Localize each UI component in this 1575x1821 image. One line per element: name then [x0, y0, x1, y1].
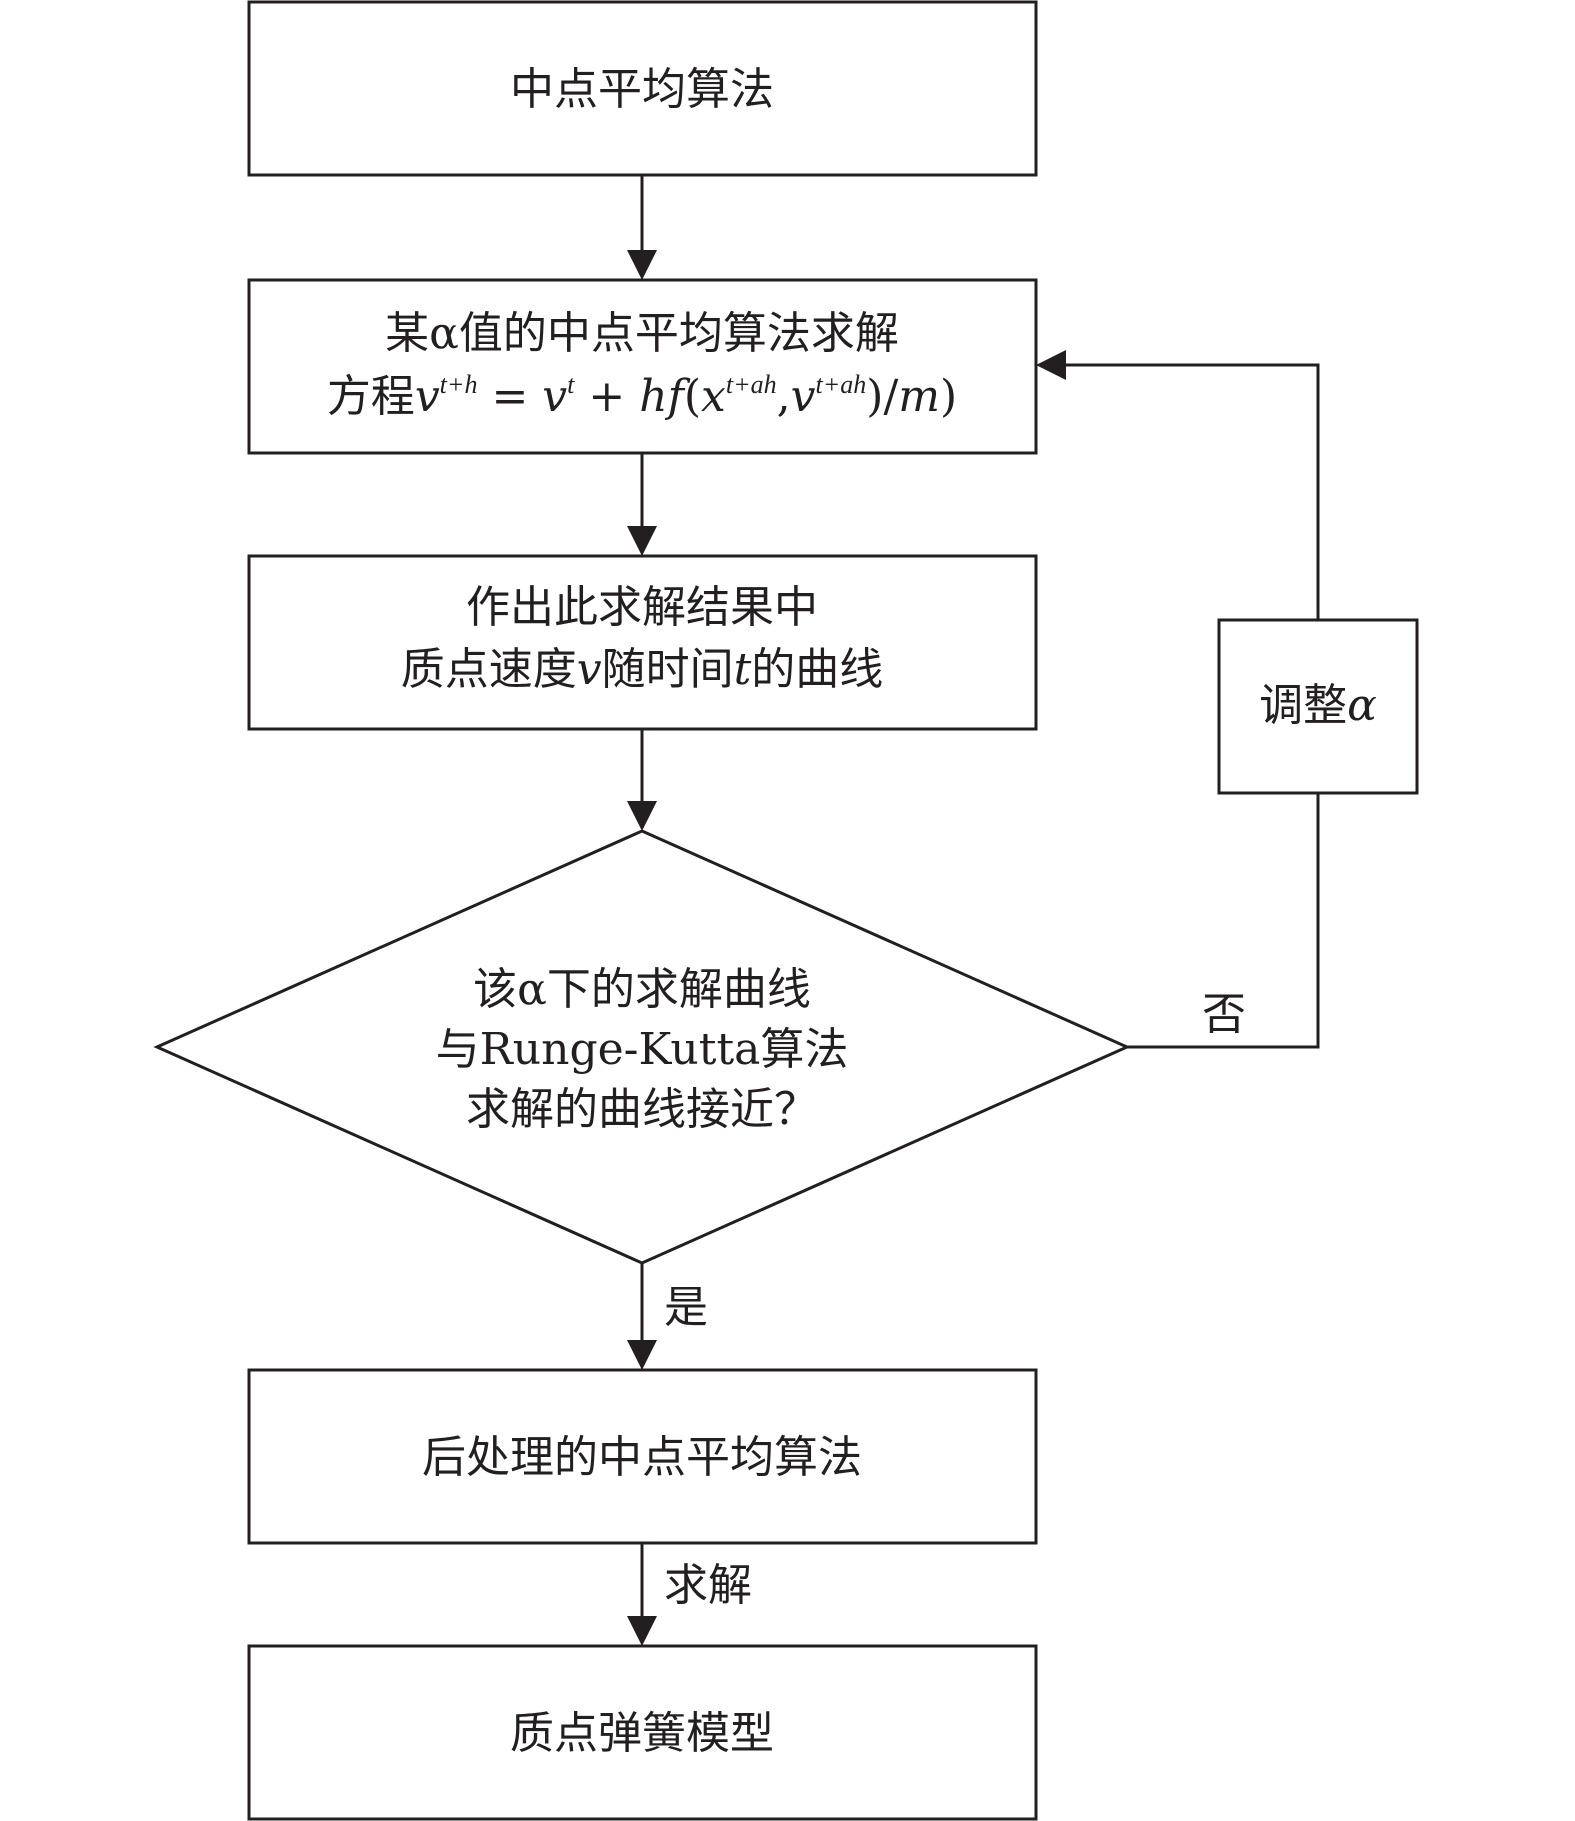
node-plot-velocity-curve-line2: 质点速度v随时间t的曲线: [401, 644, 884, 695]
edge-plot-to-decision: [627, 729, 657, 831]
node-midpoint-average-algorithm-label: 中点平均算法: [510, 64, 774, 115]
edge-decision-yes-to-post: [627, 1263, 657, 1370]
node-mass-spring-model-label: 质点弹簧模型: [510, 1708, 774, 1759]
arrowhead-icon: [627, 801, 657, 831]
arrowhead-icon: [627, 1616, 657, 1646]
edge-label-no: 否: [1202, 989, 1246, 1040]
node-solve-equation: 某α值的中点平均算法求解 方程vt+h = vt + hf(xt+ah,vt+a…: [247, 278, 1038, 455]
node-solve-equation-line1: 某α值的中点平均算法求解: [385, 308, 899, 359]
edge-label-solve: 求解: [664, 1560, 752, 1611]
arrowhead-icon: [1036, 350, 1066, 380]
node-mass-spring-model: 质点弹簧模型: [247, 1644, 1038, 1821]
node-midpoint-average-algorithm: 中点平均算法: [247, 0, 1038, 177]
node-plot-velocity-curve-line1: 作出此求解结果中: [466, 582, 818, 633]
node-post-processing-algorithm: 后处理的中点平均算法: [247, 1368, 1038, 1545]
edge-post-to-model: [627, 1543, 657, 1646]
decision-curve-close-line1: 该α下的求解曲线: [473, 964, 811, 1015]
arrowhead-icon: [627, 250, 657, 280]
edge-label-yes: 是: [664, 1282, 708, 1333]
arrowhead-icon: [627, 526, 657, 556]
edge-solve-to-plot: [627, 453, 657, 556]
decision-curve-close-line3: 求解的曲线接近？: [466, 1084, 818, 1135]
edge-decision-no-to-adjust: [1127, 793, 1320, 1049]
decision-curve-close-line2: 与Runge-Kutta算法: [436, 1024, 849, 1075]
node-solve-equation-line2: 方程vt+h = vt + hf(xt+ah,vt+ah)/m): [327, 370, 957, 422]
node-adjust-alpha: 调整α: [1217, 618, 1419, 795]
edge-start-to-solve: [627, 175, 657, 280]
node-plot-velocity-curve: 作出此求解结果中 质点速度v随时间t的曲线: [247, 554, 1038, 731]
node-adjust-alpha-label: 调整α: [1259, 680, 1377, 731]
node-post-processing-algorithm-label: 后处理的中点平均算法: [422, 1432, 862, 1483]
edge-adjust-to-solve: [1036, 350, 1320, 620]
decision-curve-close: 该α下的求解曲线 与Runge-Kutta算法 求解的曲线接近？: [153, 829, 1131, 1265]
arrowhead-icon: [627, 1340, 657, 1370]
